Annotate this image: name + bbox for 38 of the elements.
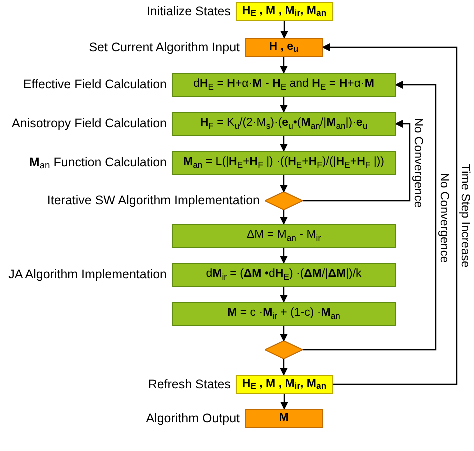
decision-diamond [265,341,303,359]
step-label: Algorithm Output [146,410,240,428]
process-box: H$_{E}$ , M , M$_{ir}$, M$_{an}$ [236,375,333,394]
step-label: Effective Field Calculation [23,76,167,94]
step-label: Refresh States [148,376,231,394]
step-label: Iterative SW Algorithm Implementation [47,192,260,210]
arrow [280,394,288,410]
arrow [280,287,288,303]
step-label: Initialize States [146,3,231,20]
edge-label: No Convergence [439,172,451,263]
process-box: M$_{an}$ = L(|H$_{E}$+H$_{F}$ |) ·((H$_{E}$+H$_{F}$)/(|H$_{E}$+H$_{F}$ |)) [172,151,396,175]
process-box: M = c ·M$_{ir}$ + (1-c) ·M$_{an}$ [172,302,396,326]
arrow [280,57,288,74]
step-label: Set Current Algorithm Input [89,39,240,56]
process-box: H , e$_{u}$ [245,38,323,57]
process-box: dM$_{ir}$ = (ΔM •dH$_{E}$) ·(ΔM/|ΔM|)/k [172,263,396,287]
edge-label: Time Step Increase [460,164,472,268]
process-box: dH$_{E}$ = H+α·M - H$_{E}$ and H$_{E}$ = H+α·M [172,73,396,97]
arrow [280,175,288,193]
arrow [280,248,288,264]
process-box: H$_{E}$ , M , M$_{ir}$, M$_{an}$ [236,2,333,21]
arrow [280,97,288,113]
step-label: M$_{an}$ Function Calculation [29,154,167,172]
arrow [280,21,288,39]
step-label: JA Algorithm Implementation [8,266,167,284]
arrow [280,210,288,225]
arrow [322,44,458,386]
arrow [303,120,411,202]
decision-diamond [265,192,303,210]
arrow [303,81,437,351]
process-box: ΔM = M$_{an}$ - M$_{ir}$ [172,224,396,248]
arrow [280,359,288,376]
arrow [280,136,288,152]
arrow [280,326,288,342]
step-label: Anisotropy Field Calculation [12,116,167,133]
edge-label: No Convergence [413,117,425,208]
process-box: M [245,409,323,428]
process-box: H$_{F}$ = K$_{u}$/(2·M$_{s}$)·(e$_{u}$•(M$_{an}$/|M$_{an}$|)·e$_{u}$ [172,112,396,136]
